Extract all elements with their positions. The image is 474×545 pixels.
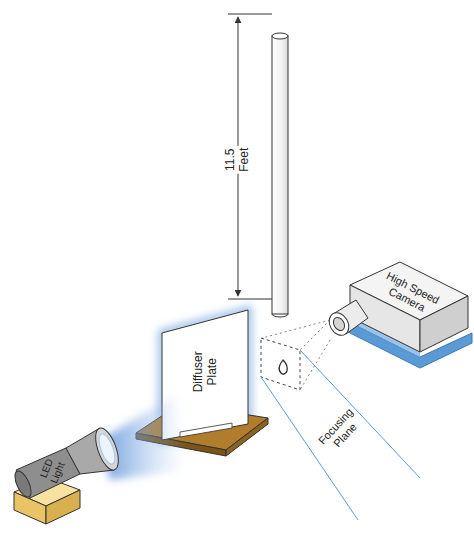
focusing-plane xyxy=(261,338,420,520)
view-lines xyxy=(262,320,330,390)
node-text: Diffuser Plate xyxy=(191,351,219,392)
high-speed-camera xyxy=(325,262,472,368)
droplet xyxy=(279,360,287,374)
label-text: 11.5 Feet xyxy=(224,148,252,172)
diffuser-label-box: Diffuser Plate xyxy=(191,351,219,392)
drop-tube xyxy=(272,33,288,317)
dimension-label: 11.5 Feet xyxy=(223,146,253,174)
led-light xyxy=(12,395,185,524)
label-text: Focusing Plane xyxy=(315,405,364,455)
focusing-plane-label: Focusing Plane xyxy=(315,405,364,455)
